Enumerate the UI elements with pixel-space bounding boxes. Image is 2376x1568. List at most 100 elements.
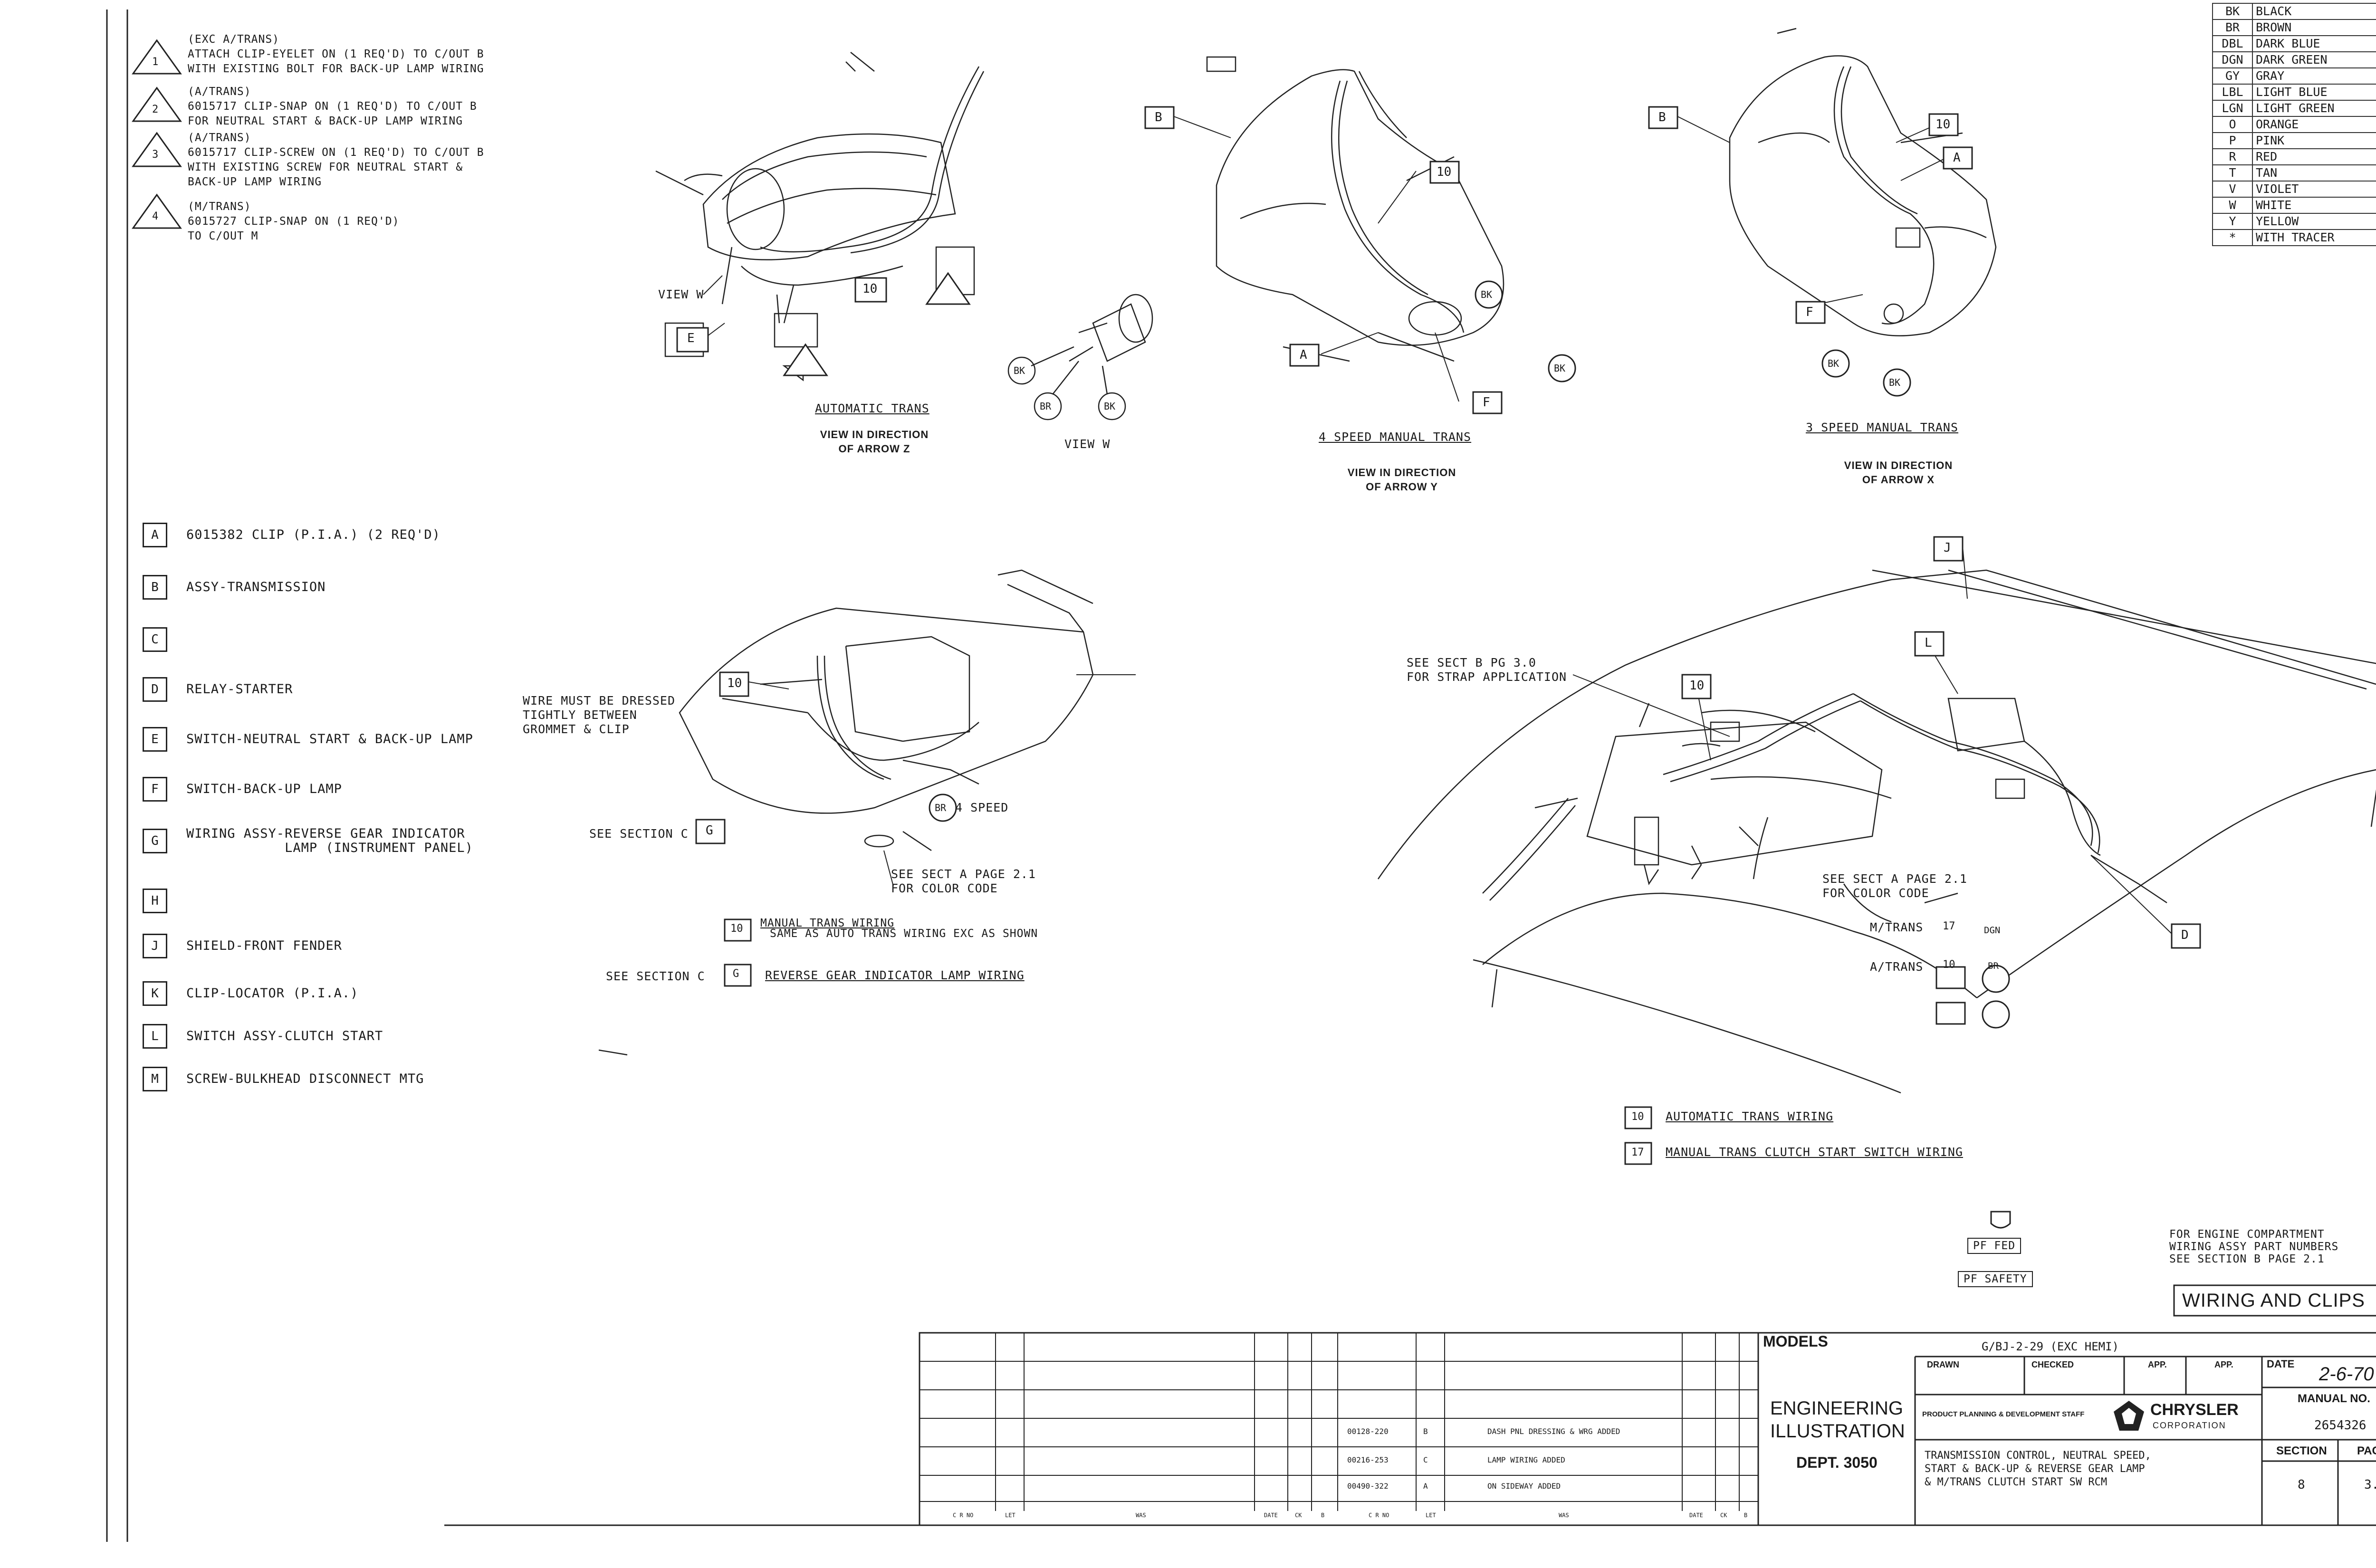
models-label: MODELS — [1763, 1333, 1828, 1350]
color-code: BK — [2212, 3, 2253, 20]
view-w-label: VIEW W — [658, 287, 704, 301]
page-label: PAGE — [2357, 1444, 2376, 1457]
legend-text: 6015382 CLIP (P.I.A.) (2 REQ'D) — [186, 527, 441, 542]
page-value: 3.1 — [2364, 1478, 2376, 1492]
revision-row-let: C — [1423, 1455, 1428, 1464]
revision-row-let: B — [1423, 1427, 1428, 1436]
rev-col-crno-2: C R NO — [1369, 1512, 1389, 1519]
models-value: G/BJ-2-29 (EXC HEMI) — [1982, 1340, 2119, 1353]
legend-key: A — [143, 523, 167, 547]
wire-color-bk-3: BK — [1828, 358, 1839, 369]
callout-j: J — [1944, 541, 1951, 555]
color-code: W — [2212, 197, 2253, 214]
wire-color-br-mid: BR — [935, 802, 947, 813]
revision-row-was: ON SIDEWAY ADDED — [1487, 1482, 1561, 1491]
pf-safety-label: PF SAFETY — [1958, 1271, 2033, 1287]
revision-row-crno: 00128-220 — [1347, 1427, 1389, 1436]
legend-key: F — [143, 777, 167, 802]
revision-row-let: A — [1423, 1482, 1428, 1491]
revision-row-was: DASH PNL DRESSING & WRG ADDED — [1487, 1427, 1620, 1436]
reverse-gear-wiring-title: REVERSE GEAR INDICATOR LAMP WIRING — [765, 968, 1025, 982]
note-3: (A/TRANS) 6015717 CLIP-SCREW ON (1 REQ'D… — [188, 132, 484, 188]
color-name: BLACK — [2252, 3, 2376, 20]
auto-trans-subtitle: VIEW IN DIRECTION OF ARROW Z — [820, 429, 929, 455]
note-marker-2: 2 — [152, 104, 159, 115]
legend-key: L — [143, 1024, 167, 1049]
color-code: * — [2212, 229, 2253, 246]
note-1: (EXC A/TRANS) ATTACH CLIP-EYELET ON (1 R… — [188, 33, 484, 75]
legend-key: B — [143, 575, 167, 600]
callout-10-mid: 10 — [727, 676, 742, 690]
callout-d: D — [2181, 928, 2189, 942]
color-code: P — [2212, 132, 2253, 149]
color-name: LIGHT GREEN — [2252, 100, 2376, 117]
color-code: V — [2212, 181, 2253, 198]
wire-color-bk-1: BK — [1481, 289, 1493, 300]
callout-f-4spd: F — [1483, 395, 1490, 410]
wire-color-br-right: BR — [1988, 961, 1999, 971]
callout-10-3spd: 10 — [1935, 117, 1951, 132]
color-code: Y — [2212, 213, 2253, 230]
manual-no-value: 2654326 — [2314, 1418, 2366, 1433]
manual-trans-wiring-title: MANUAL TRANS WIRING — [760, 917, 895, 929]
manual-trans-wiring-sub: SAME AS AUTO TRANS WIRING EXC AS SHOWN — [770, 927, 1038, 940]
callout-10: 10 — [862, 282, 878, 296]
pf-shield-icon — [1990, 1211, 2011, 1229]
revision-row-was: LAMP WIRING ADDED — [1487, 1455, 1565, 1464]
legend-item-e: E SWITCH-NEUTRAL START & BACK-UP LAMP — [143, 727, 473, 752]
legend-item-b: B ASSY-TRANSMISSION — [143, 575, 326, 600]
pentastar-icon — [2114, 1401, 2144, 1431]
callout-g-2: G — [733, 968, 739, 980]
brand-subtitle: CORPORATION — [2153, 1421, 2226, 1430]
legend-key: M — [143, 1067, 167, 1091]
view-w-caption: VIEW W — [1064, 437, 1111, 451]
legend-item-g: G WIRING ASSY-REVERSE GEAR INDICATOR LAM… — [143, 827, 473, 855]
legend-text: WIRING ASSY-REVERSE GEAR INDICATOR LAMP … — [186, 826, 473, 855]
manual-4-speed-subtitle: VIEW IN DIRECTION OF ARROW Y — [1347, 467, 1456, 493]
manual-4-speed-title: 4 SPEED MANUAL TRANS — [1319, 430, 1472, 444]
callout-10-auto: 10 — [1631, 1111, 1644, 1123]
legend-text: CLIP-LOCATOR (P.I.A.) — [186, 986, 359, 1001]
app1-label: APP. — [2148, 1360, 2167, 1369]
legend-item-a: A 6015382 CLIP (P.I.A.) (2 REQ'D) — [143, 523, 441, 547]
see-sect-a-note-right: SEE SECT A PAGE 2.1 FOR COLOR CODE — [1822, 872, 1967, 900]
legend-key: E — [143, 727, 167, 752]
rev-col-crno: C R NO — [953, 1512, 974, 1519]
legend-item-h: H — [143, 889, 186, 913]
legend-text: SCREW-BULKHEAD DISCONNECT MTG — [186, 1071, 424, 1086]
callout-10-right: 10 — [1689, 679, 1705, 693]
engineering-illustration: ENGINEERING ILLUSTRATION — [1770, 1398, 1905, 1442]
color-code: DGN — [2212, 51, 2253, 68]
color-name: PINK — [2252, 132, 2376, 149]
auto-trans-title: AUTOMATIC TRANS — [815, 402, 929, 415]
color-name: GRAY — [2252, 67, 2376, 85]
brand-name: CHRYSLER — [2150, 1401, 2239, 1419]
color-code: R — [2212, 148, 2253, 165]
m-trans-label: M/TRANS — [1870, 920, 1924, 934]
callout-10-manual: 10 — [730, 923, 743, 935]
revision-row-crno: 00216-253 — [1347, 1455, 1389, 1464]
rev-col-date: DATE — [1264, 1512, 1278, 1519]
color-code: GY — [2212, 67, 2253, 85]
legend-key: C — [143, 627, 167, 652]
manual-3-speed-title: 3 SPEED MANUAL TRANS — [1806, 421, 1959, 434]
legend-key: K — [143, 981, 167, 1006]
legend-item-c: C — [143, 627, 186, 652]
dept-label: DEPT. 3050 — [1796, 1454, 1878, 1471]
legend-text: RELAY-STARTER — [186, 682, 293, 697]
color-code: LBL — [2212, 84, 2253, 101]
section-value: 8 — [2298, 1478, 2305, 1492]
color-name: WHITE — [2252, 197, 2376, 214]
date-value: 2-6-70 — [2319, 1364, 2374, 1385]
legend-text: SWITCH-BACK-UP LAMP — [186, 782, 342, 796]
see-section-c-note-1: SEE SECTION C — [589, 827, 689, 841]
color-code: O — [2212, 116, 2253, 133]
callout-17-right: 17 — [1943, 920, 1955, 932]
